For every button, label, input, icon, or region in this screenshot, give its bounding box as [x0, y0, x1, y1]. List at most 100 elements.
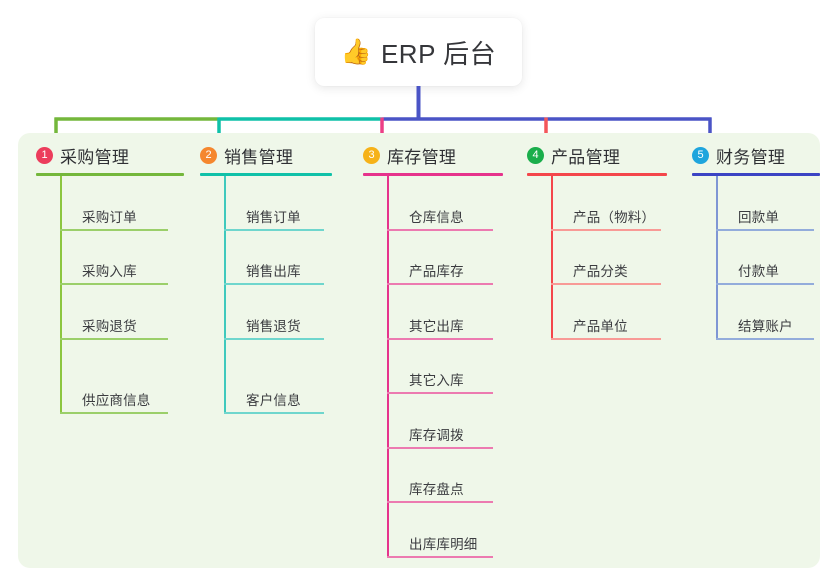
branch-item-rule — [224, 228, 324, 231]
branch-item-list: 采购订单采购入库采购退货供应商信息 — [60, 176, 184, 414]
branch-item-label: 采购订单 — [82, 209, 137, 225]
branch-item-label: 产品（物料） — [573, 209, 656, 225]
branch-header-2[interactable]: 2 销售管理 — [200, 140, 332, 170]
branch-item-list: 产品（物料） 产品分类产品单位 — [551, 176, 667, 340]
branch-item-rule — [224, 412, 324, 414]
branch-column-3: 3 库存管理仓库信息产品库存其它出库其它入库库存调拨库存盘点出库库明细 — [363, 140, 503, 558]
thumbs-up-emoji: 👍 — [340, 37, 372, 66]
branch-badge-number: 4 — [527, 146, 544, 164]
branch-title: 采购管理 — [60, 147, 130, 167]
branch-stem — [60, 176, 62, 414]
branch-item[interactable]: 产品库存 — [387, 231, 503, 285]
branch-item[interactable]: 其它出库 — [387, 285, 503, 340]
branch-item[interactable]: 销售出库 — [224, 231, 332, 285]
branch-item-label: 仓库信息 — [409, 209, 464, 225]
branch-header-3[interactable]: 3 库存管理 — [363, 140, 503, 170]
branch-item[interactable]: 产品分类 — [551, 231, 667, 285]
branch-item-list: 回款单付款单结算账户 — [716, 176, 820, 340]
branch-item[interactable]: 客户信息 — [224, 340, 332, 414]
branch-item-rule — [60, 412, 168, 414]
branch-item[interactable]: 销售退货 — [224, 285, 332, 340]
branch-item-rule — [387, 446, 493, 449]
root-node-title: ERP 后台 — [380, 38, 497, 69]
branch-item-label: 库存盘点 — [409, 482, 464, 497]
branch-item-rule — [387, 228, 493, 231]
branch-item-rule — [224, 337, 324, 340]
branch-item-rule — [551, 228, 661, 231]
branch-item-rule — [387, 392, 493, 394]
branch-panel — [18, 133, 820, 568]
branch-header-rule — [692, 173, 820, 176]
branch-title: 库存管理 — [387, 147, 457, 167]
branch-item-label: 供应商信息 — [82, 393, 151, 408]
branch-item-rule — [716, 337, 814, 340]
branch-item-label: 销售退货 — [246, 318, 301, 334]
branch-header-rule — [36, 173, 184, 176]
branch-item-list: 仓库信息产品库存其它出库其它入库库存调拨库存盘点出库库明细 — [387, 176, 503, 558]
branch-item-rule — [387, 283, 493, 285]
branch-item-rule — [60, 283, 168, 285]
branch-title: 财务管理 — [716, 147, 786, 167]
branch-header-1[interactable]: 1 采购管理 — [36, 140, 184, 170]
branch-item-label: 销售出库 — [246, 264, 301, 279]
branch-column-5: 5 财务管理回款单付款单结算账户 — [692, 140, 820, 340]
branch-item-label: 库存调拨 — [409, 427, 464, 443]
branch-item-label: 采购入库 — [82, 264, 137, 279]
branch-badge-number: 3 — [363, 146, 380, 164]
branch-item[interactable]: 结算账户 — [716, 285, 820, 340]
branch-item[interactable]: 采购订单 — [60, 176, 184, 231]
branch-item-label: 出库库明细 — [409, 536, 478, 552]
branch-item[interactable]: 出库库明细 — [387, 503, 503, 558]
branch-item-label: 付款单 — [738, 264, 780, 279]
branch-column-1: 1 采购管理采购订单采购入库采购退货供应商信息 — [36, 140, 184, 414]
root-node-card[interactable]: 👍 ERP 后台 — [315, 18, 522, 86]
branch-item-rule — [551, 283, 661, 285]
branch-item[interactable]: 仓库信息 — [387, 176, 503, 231]
branch-item-label: 回款单 — [738, 209, 780, 225]
branch-item-label: 产品库存 — [409, 264, 464, 279]
branch-item[interactable]: 库存调拨 — [387, 394, 503, 449]
branch-item-rule — [387, 555, 493, 558]
branch-badge-number: 5 — [692, 146, 709, 164]
branch-item-label: 客户信息 — [246, 393, 301, 408]
branch-stem — [716, 176, 718, 340]
branch-item-rule — [387, 501, 493, 503]
branch-stem — [224, 176, 226, 414]
branch-item-label: 采购退货 — [82, 318, 137, 334]
branch-item-label: 结算账户 — [738, 318, 793, 334]
branch-stem — [387, 176, 389, 558]
branch-item[interactable]: 产品（物料） — [551, 176, 667, 231]
branch-item[interactable]: 付款单 — [716, 231, 820, 285]
branch-item[interactable]: 回款单 — [716, 176, 820, 231]
branch-header-rule — [527, 173, 667, 176]
branch-item[interactable]: 库存盘点 — [387, 449, 503, 503]
branch-item-rule — [224, 283, 324, 285]
branch-item[interactable]: 产品单位 — [551, 285, 667, 340]
branch-column-2: 2 销售管理销售订单销售出库销售退货客户信息 — [200, 140, 332, 414]
branch-item-label: 产品分类 — [573, 264, 628, 279]
branch-item[interactable]: 供应商信息 — [60, 340, 184, 414]
branch-header-rule — [200, 173, 332, 176]
branch-item[interactable]: 销售订单 — [224, 176, 332, 231]
branch-item-rule — [551, 337, 661, 340]
branch-item-list: 销售订单销售出库销售退货客户信息 — [224, 176, 332, 414]
branch-item-label: 其它出库 — [409, 318, 464, 334]
branch-badge-number: 2 — [200, 146, 217, 164]
branch-badge-number: 1 — [36, 146, 53, 164]
branch-item-rule — [60, 228, 168, 231]
branch-header-5[interactable]: 5 财务管理 — [692, 140, 820, 170]
branch-header-4[interactable]: 4 产品管理 — [527, 140, 667, 170]
branch-item-rule — [716, 228, 814, 231]
branch-stem — [551, 176, 553, 340]
branch-item[interactable]: 采购退货 — [60, 285, 184, 340]
branch-item-rule — [387, 337, 493, 340]
branch-column-4: 4 产品管理产品（物料） 产品分类产品单位 — [527, 140, 667, 340]
branch-item-label: 销售订单 — [246, 209, 301, 225]
branch-title: 产品管理 — [551, 147, 621, 167]
branch-item[interactable]: 其它入库 — [387, 340, 503, 394]
branch-item-rule — [716, 283, 814, 285]
branch-header-rule — [363, 173, 503, 176]
branch-item[interactable]: 采购入库 — [60, 231, 184, 285]
branch-title: 销售管理 — [224, 147, 294, 167]
